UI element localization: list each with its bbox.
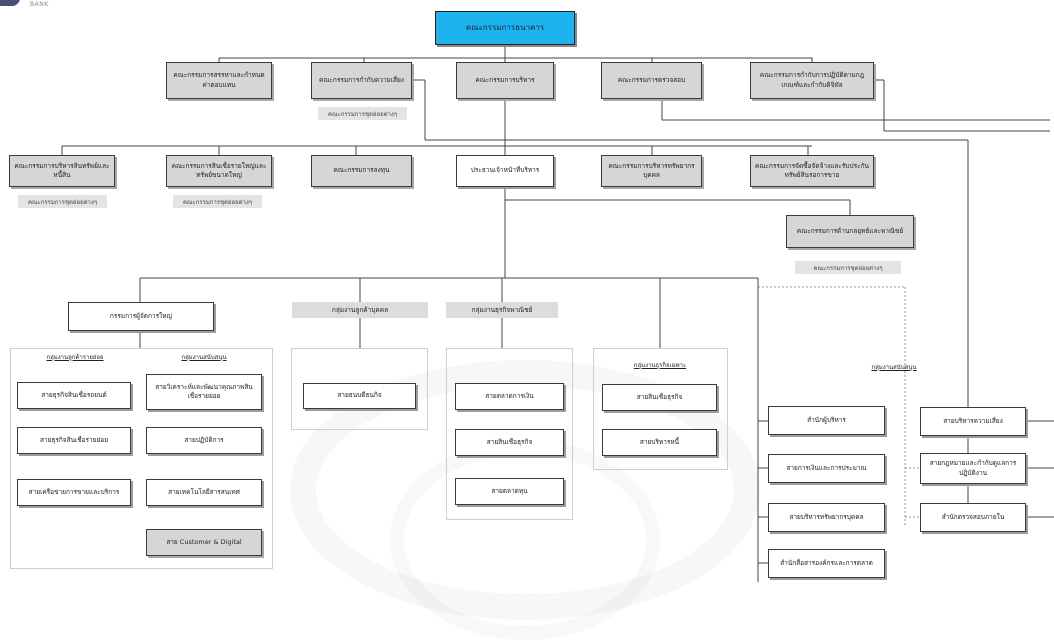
support-header: กลุ่มงานสนับสนุน (181, 354, 227, 361)
specialized-header: กลุ่มงานธุรกิจเฉพาะ (633, 362, 687, 369)
specialized-panel (593, 348, 728, 470)
large-credit-committee[interactable]: คณะกรรมการสินเชื่อรายใหญ่และทรัพย์ขนาดให… (166, 155, 272, 187)
connector-lines (61, 46, 1054, 582)
retail-header: กลุ่มงานลูกค้ารายย่อย (46, 354, 104, 361)
sub-committee-tag: คณะกรรมการชุดย่อยต่างๆ (318, 107, 407, 120)
personal-banking-group[interactable]: กลุ่มงานลูกค้าบุคคล (292, 302, 428, 318)
panel3-item[interactable]: สายสินเชื่อธุรกิจ (455, 429, 564, 456)
panel3-item[interactable]: สายตลาดทุน (455, 478, 564, 505)
audit-committee[interactable]: คณะกรรมการตรวจสอบ (601, 62, 702, 99)
panel1-left-item[interactable]: สายธุรกิจสินเชื่อรายย่อย (17, 427, 131, 454)
sub-committee-tag: คณะกรรมการชุดย่อยต่างๆ (795, 261, 901, 274)
investment-committee[interactable]: คณะกรรมการลงทุน (311, 155, 412, 187)
personal-panel (291, 348, 428, 430)
procurement-committee[interactable]: คณะกรรมการจัดซื้อจัดจ้างและรับประกันทรัพ… (750, 155, 874, 187)
president-box[interactable]: กรรมการผู้จัดการใหญ่ (68, 302, 214, 331)
logo-mark-icon (0, 0, 20, 6)
ceo-box[interactable]: ประธานเจ้าหน้าที่บริหาร (456, 155, 554, 187)
support-right-item[interactable]: สำนักตรวจสอบภายใน (920, 503, 1026, 532)
panel1-right-item[interactable]: สายเทคโนโลยีสารสนเทศ (146, 479, 262, 506)
support-left-item[interactable]: สายบริหารทรัพยากรบุคคล (768, 503, 885, 532)
board-of-directors[interactable]: คณะกรรมการธนาคาร (435, 11, 575, 45)
panel3-item[interactable]: สายตลาดการเงิน (455, 383, 564, 410)
support-group-header: กลุ่มงานสนับสนุน (871, 364, 917, 371)
compliance-digital-committee[interactable]: คณะกรรมการกำกับการปฏิบัติตามกฎเกณฑ์และกำ… (750, 62, 874, 99)
panel1-right-item[interactable]: สายปฏิบัติการ (146, 427, 262, 454)
nomination-remuneration-committee[interactable]: คณะกรรมการสรรหาและกำหนดค่าตอบแทน (166, 62, 272, 99)
panel1-right-item[interactable]: สาย Customer & Digital (146, 529, 262, 556)
panel4-item[interactable]: สายสินเชื่อธุรกิจ (602, 384, 717, 411)
retail-panel (10, 348, 273, 569)
panel1-left-item[interactable]: สายธุรกิจสินเชื่อรถยนต์ (17, 382, 131, 409)
commercial-panel (446, 348, 573, 520)
support-left-item[interactable]: สำนักผู้บริหาร (768, 406, 885, 435)
alco-committee[interactable]: คณะกรรมการบริหารสินทรัพย์และหนี้สิน (9, 155, 115, 187)
panel1-left-item[interactable]: สายเครือข่ายการขายและบริการ (17, 479, 131, 506)
executive-committee[interactable]: คณะกรรมการบริหาร (456, 62, 554, 99)
panel4-item[interactable]: สายบริหารหนี้ (602, 429, 717, 456)
sub-committee-tag: คณะกรรมการชุดย่อยต่างๆ (173, 195, 262, 208)
sub-committee-tag: คณะกรรมการชุดย่อยต่างๆ (18, 195, 107, 208)
commercial-banking-group[interactable]: กลุ่มงานธุรกิจพาณิชย์ (446, 302, 558, 318)
support-left-item[interactable]: สำนักสื่อสารองค์กรและการตลาด (768, 549, 885, 578)
support-right-item[interactable]: สายบริหารความเสี่ยง (920, 407, 1026, 436)
support-right-item[interactable]: สายกฎหมายและกำกับดูแลการปฏิบัติงาน (920, 453, 1026, 484)
strategy-committee[interactable]: คณะกรรมการด้านกลยุทธ์และพาณิชย์ (786, 215, 914, 248)
panel2-item[interactable]: สายธนบดีธนกิจ (303, 383, 416, 409)
risk-oversight-committee[interactable]: คณะกรรมการกำกับความเสี่ยง (311, 62, 412, 99)
hr-committee[interactable]: คณะกรรมการบริหารทรัพยากรบุคคล (601, 155, 702, 187)
support-left-item[interactable]: สายการเงินและการประมาณ (768, 454, 885, 483)
panel1-right-item[interactable]: สายวิเคราะห์และพัฒนาคุณภาพสินเชื่อรายย่อ… (146, 374, 262, 410)
logo-text: BANK (30, 1, 49, 8)
bank-logo: BANK (0, 0, 60, 14)
